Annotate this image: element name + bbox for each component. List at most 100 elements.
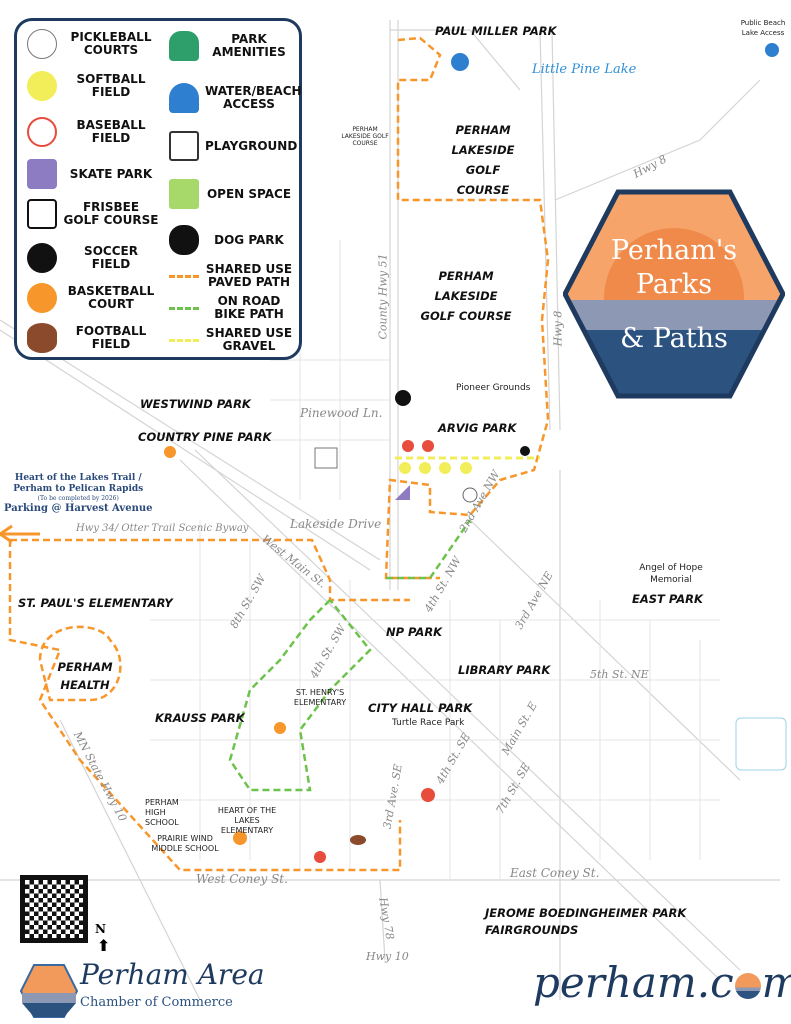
frisbee-golf-icon — [27, 199, 57, 229]
park-label: KRAUSS PARK — [155, 711, 245, 725]
park-label: PERHAM LAKESIDE GOLF COURSE — [420, 269, 512, 323]
place-label: PRAIRIE WIND MIDDLE SCHOOL — [151, 834, 219, 853]
place-label: ST. HENRY'S ELEMENTARY — [293, 688, 347, 707]
beach-icon — [169, 83, 199, 113]
park-label: PERHAM LAKESIDE GOLF COURSE — [451, 123, 515, 197]
road-label: Hwy 34/ Otter Trail Scenic Byway — [76, 523, 249, 534]
legend-label: ON ROAD BIKE PATH — [214, 294, 284, 321]
website-text: m — [762, 958, 791, 1007]
place-label: PERHAM LAKESIDE GOLF COURSE — [341, 126, 389, 147]
skate-park-icon — [27, 159, 57, 189]
baseball-icon — [314, 851, 326, 863]
legend-label: SOFTBALL FIELD — [76, 72, 146, 99]
place-label: Public Beach Lake Access — [740, 19, 786, 37]
logo-text: Parks — [635, 269, 713, 300]
beach-icon — [451, 53, 469, 71]
road-label: Pinewood Ln. — [300, 406, 383, 420]
road-label: Hwy 10 — [366, 950, 409, 963]
place-label: Angel of Hope Memorial — [639, 563, 703, 585]
logo-text: & Paths — [620, 323, 728, 354]
soccer-icon — [395, 390, 411, 406]
playground-icon — [169, 131, 199, 161]
trail-note-line: Parking @ Harvest Avenue — [4, 503, 153, 514]
pond — [735, 717, 787, 771]
basketball-icon — [27, 283, 57, 313]
dog-park-icon — [169, 225, 199, 255]
road-label: East Coney St. — [510, 866, 600, 880]
bike-path-swatch — [169, 306, 199, 310]
park-label: NP PARK — [386, 625, 443, 639]
place-label: Pioneer Grounds — [456, 383, 531, 393]
pickleball-icon — [462, 487, 478, 503]
place-label: PERHAM HIGH SCHOOL — [145, 798, 179, 827]
legend-label: PICKLEBALL COURTS — [70, 30, 152, 57]
legend-label: PLAYGROUND — [205, 138, 298, 153]
legend-label: PARK AMENITIES — [212, 32, 286, 59]
website-link[interactable]: perham.c m — [533, 958, 791, 1007]
trail-note: Heart of the Lakes Trail / Perham to Pel… — [4, 473, 152, 514]
chamber-subtitle: Chamber of Commerce — [80, 995, 233, 1010]
lake-label: Little Pine Lake — [532, 62, 637, 77]
pickleball-icon — [27, 29, 57, 59]
baseball-icon — [27, 117, 57, 147]
open-space-icon — [169, 179, 199, 209]
basketball-icon — [274, 722, 286, 734]
website-text: perham.c — [533, 958, 734, 1007]
park-label: EAST PARK — [632, 592, 703, 606]
amenity-icons — [164, 43, 779, 863]
marker-box — [314, 447, 338, 469]
park-label: ARVIG PARK — [438, 421, 517, 435]
blocks — [150, 240, 720, 880]
legend-label: SHARED USE GRAVEL — [205, 326, 293, 353]
softball-icon — [399, 462, 411, 474]
baseball-icon — [402, 440, 414, 452]
arrow-west-icon — [0, 524, 40, 544]
place-label: HEART OF THE LAKES ELEMENTARY — [217, 806, 277, 835]
softball-icon — [460, 462, 472, 474]
road-label: 5th St. NE — [590, 668, 649, 681]
north-label: N — [95, 922, 106, 936]
park-label: ST. PAUL'S ELEMENTARY — [18, 596, 173, 610]
legend-label: SOCCER FIELD — [84, 244, 138, 271]
shared-use-paved-path — [8, 36, 550, 872]
legend-label: OPEN SPACE — [206, 186, 292, 201]
football-icon — [350, 835, 366, 845]
sun-icon — [734, 972, 761, 999]
gravel-swatch — [169, 338, 199, 342]
football-icon — [27, 323, 57, 353]
park-label: WESTWIND PARK — [140, 397, 251, 411]
basketball-icon — [233, 831, 247, 845]
park-label: CITY HALL PARK — [368, 701, 473, 715]
legend-label: FRISBEE GOLF COURSE — [63, 200, 159, 227]
legend-label: DOG PARK — [214, 232, 284, 247]
softball-icon — [27, 71, 57, 101]
legend-label: SHARED USE PAVED PATH — [205, 262, 293, 289]
park-label: JEROME BOEDINGHEIMER PARK — [485, 906, 687, 920]
legend-label: BASKETBALL COURT — [67, 284, 155, 311]
legend: PICKLEBALL COURTS SOFTBALL FIELD BASEBAL… — [14, 18, 302, 360]
trail-note-line: Heart of the Lakes Trail / — [14, 473, 142, 483]
legend-label: BASEBALL FIELD — [76, 118, 146, 145]
park-label: LIBRARY PARK — [458, 663, 551, 677]
road-label: West Coney St. — [196, 872, 288, 886]
park-amenities-icon — [169, 31, 199, 61]
legend-label: FOOTBALL FIELD — [75, 324, 147, 351]
trail-note-line: (To be completed by 2026) — [37, 495, 119, 502]
dog-park-icon — [520, 446, 530, 456]
legend-label: WATER/BEACH ACCESS — [205, 84, 302, 111]
logo-text: Perham's — [610, 235, 738, 266]
qr-code[interactable] — [20, 875, 88, 943]
chamber-logo-icon — [20, 964, 78, 1018]
place-label: Turtle Race Park — [392, 718, 465, 728]
baseball-icon — [422, 440, 434, 452]
road-label: County Hwy 51 — [376, 253, 390, 340]
parks-paths-logo: Perham's Parks & Paths — [562, 188, 786, 400]
soccer-icon — [27, 243, 57, 273]
trail-note-line: Perham to Pelican Rapids — [13, 484, 144, 494]
on-road-bike-path — [228, 519, 472, 792]
park-label: COUNTRY PINE PARK — [138, 430, 272, 444]
park-label: PAUL MILLER PARK — [435, 24, 557, 38]
legend-label: SKATE PARK — [69, 166, 153, 181]
road-label: Lakeside Drive — [290, 517, 382, 531]
